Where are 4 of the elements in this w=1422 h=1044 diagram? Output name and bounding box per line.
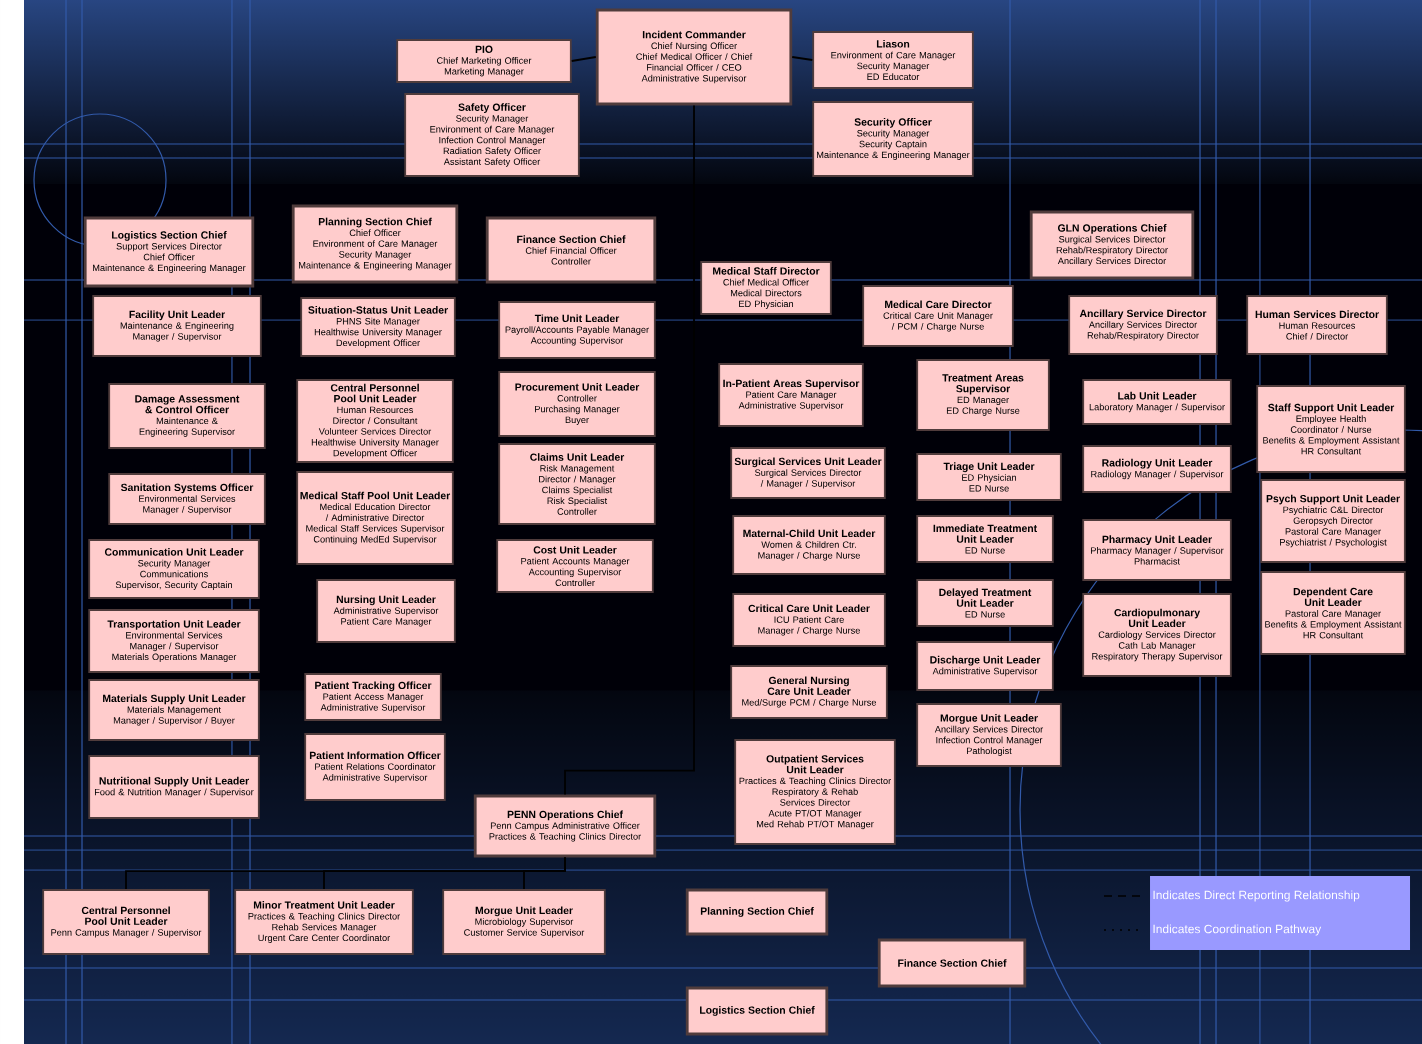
connector-line xyxy=(564,104,695,796)
connector-line xyxy=(570,56,597,62)
connector-line xyxy=(791,56,814,61)
connector-line xyxy=(523,856,566,890)
